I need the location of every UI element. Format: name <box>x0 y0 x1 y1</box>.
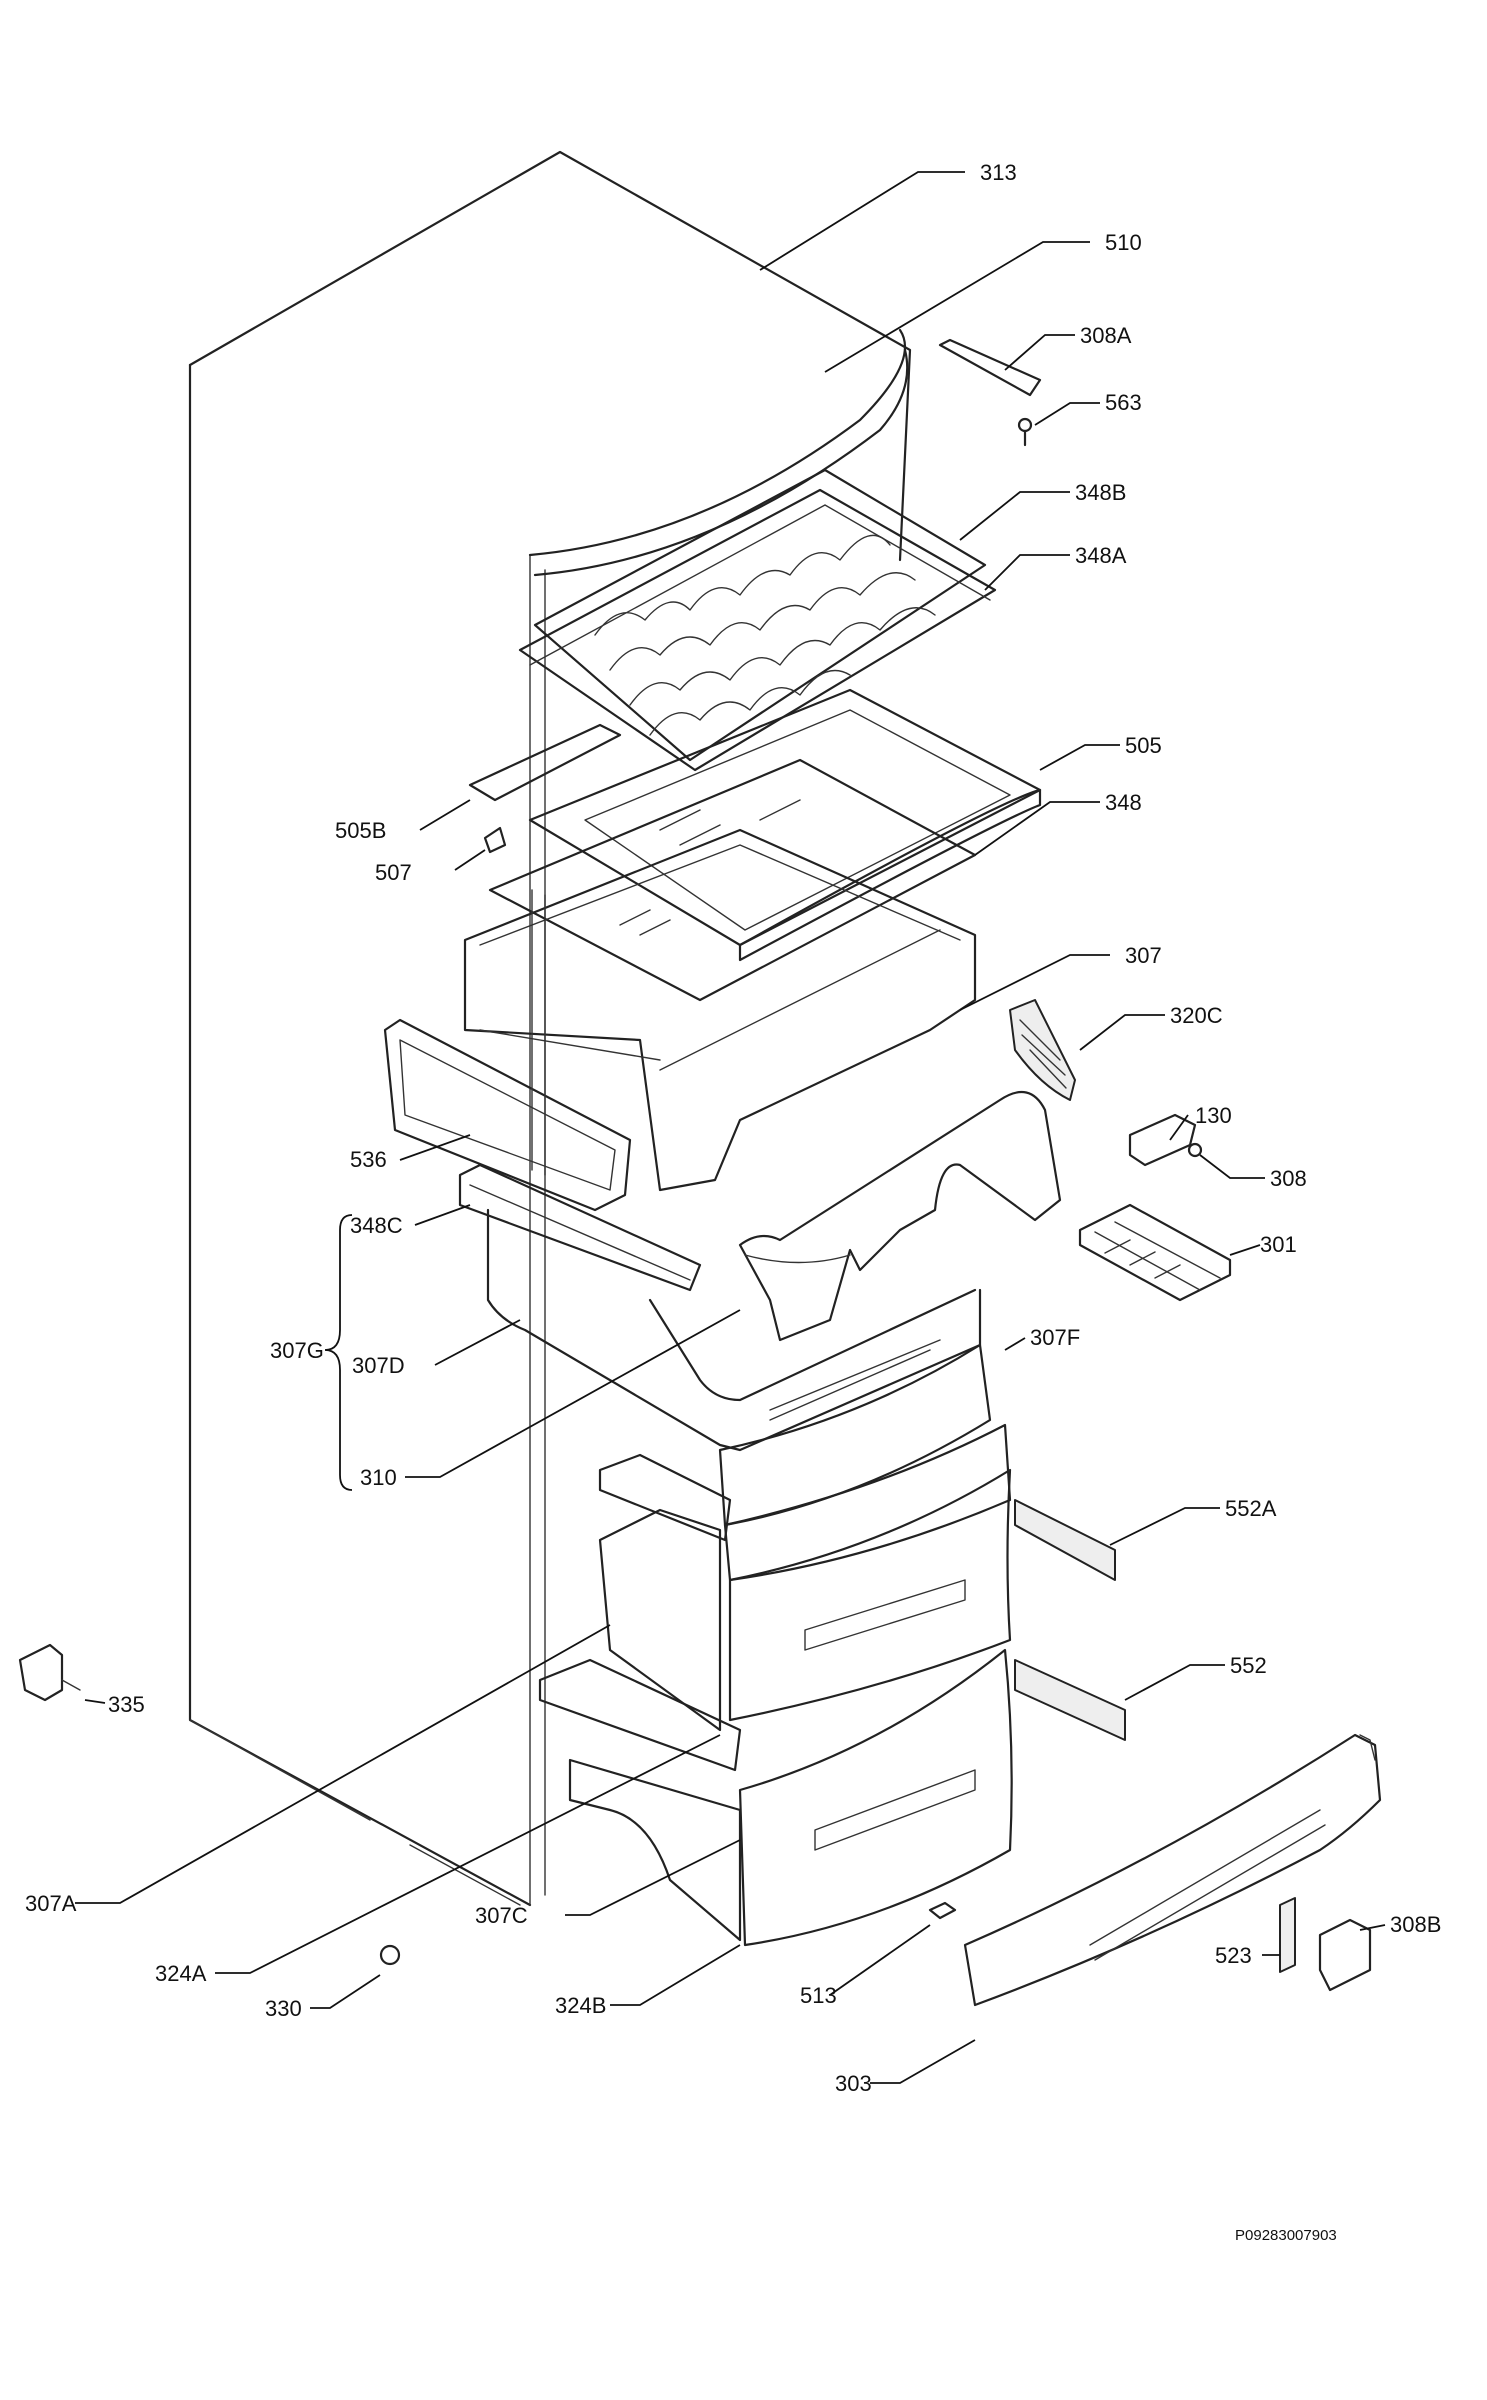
bracket-308b <box>1318 1918 1372 1992</box>
label-307a: 307A <box>25 1891 77 1916</box>
label-310: 310 <box>360 1465 397 1490</box>
label-307f: 307F <box>1030 1325 1080 1350</box>
label-536: 536 <box>350 1147 387 1172</box>
wine-rack <box>533 468 987 762</box>
label-313: 313 <box>980 160 1017 185</box>
ice-tray-301 <box>1078 1203 1232 1302</box>
drawer-307c-upper <box>598 1423 1012 1722</box>
label-307g: 307G <box>270 1338 324 1363</box>
label-324b: 324B <box>555 1993 606 2018</box>
bracket-308a <box>938 338 1042 397</box>
divider-plate-536 <box>383 889 632 1212</box>
clip-507 <box>483 826 507 854</box>
hinge-130 <box>1128 1113 1203 1167</box>
glass-shelf-505 <box>528 688 1042 962</box>
label-348: 348 <box>1105 790 1142 815</box>
label-510: 510 <box>1105 230 1142 255</box>
drawer-324b <box>538 1648 1013 1947</box>
label-505: 505 <box>1125 733 1162 758</box>
group-bracket-307g <box>324 1214 353 1491</box>
label-308: 308 <box>1270 1166 1307 1191</box>
label-307d: 307D <box>352 1353 405 1378</box>
label-335: 335 <box>108 1692 145 1717</box>
crisper-drawer-307 <box>463 828 977 1192</box>
label-330: 330 <box>265 1996 302 2021</box>
drawer-307c-box <box>598 1508 722 1732</box>
label-552: 552 <box>1230 1653 1267 1678</box>
box-307d <box>486 1208 982 1452</box>
glass-plate-348 <box>488 758 977 1002</box>
label-308b: 308B <box>1390 1912 1441 1937</box>
drawer-front-cover <box>738 1090 1062 1342</box>
bottom-panel-303 <box>963 1733 1382 2007</box>
reference-code: P09283007903 <box>1235 2227 1337 2244</box>
side-rail-505b <box>468 723 622 802</box>
plate-523 <box>1279 1897 1296 1973</box>
label-523: 523 <box>1215 1943 1252 1968</box>
label-552a: 552A <box>1225 1496 1277 1521</box>
label-130: 130 <box>1195 1103 1232 1128</box>
label-307c: 307C <box>475 1903 528 1928</box>
label-513: 513 <box>800 1983 837 2008</box>
label-348a: 348A <box>1075 543 1127 568</box>
label-348b: 348B <box>1075 480 1126 505</box>
label-308a: 308A <box>1080 323 1132 348</box>
label-301: 301 <box>1260 1232 1297 1257</box>
foot-330 <box>379 1944 401 1966</box>
lower-shelf-frame-348c <box>458 1163 702 1292</box>
top-cover <box>528 328 909 577</box>
part-labels: 313 510 308A 563 348B 348A 505 505B 507 … <box>25 160 1441 2096</box>
rail-552a <box>1014 1499 1116 1581</box>
label-563: 563 <box>1105 390 1142 415</box>
screw-563 <box>1017 417 1033 447</box>
label-348c: 348C <box>350 1213 403 1238</box>
cabinet-body <box>188 150 912 1907</box>
drawer-307f <box>718 1343 992 1527</box>
bracket-335 <box>18 1643 81 1702</box>
shelf-frame-upper <box>518 488 997 772</box>
label-505b: 505B <box>335 818 386 843</box>
label-324a: 324A <box>155 1961 207 1986</box>
label-507: 507 <box>375 860 412 885</box>
leader-lines <box>75 171 1386 2084</box>
label-303: 303 <box>835 2071 872 2096</box>
rail-552 <box>1014 1659 1126 1741</box>
label-320c: 320C <box>1170 1003 1223 1028</box>
clip-513 <box>928 1901 957 1920</box>
vent-grill-320c <box>1009 999 1076 1101</box>
label-307: 307 <box>1125 943 1162 968</box>
